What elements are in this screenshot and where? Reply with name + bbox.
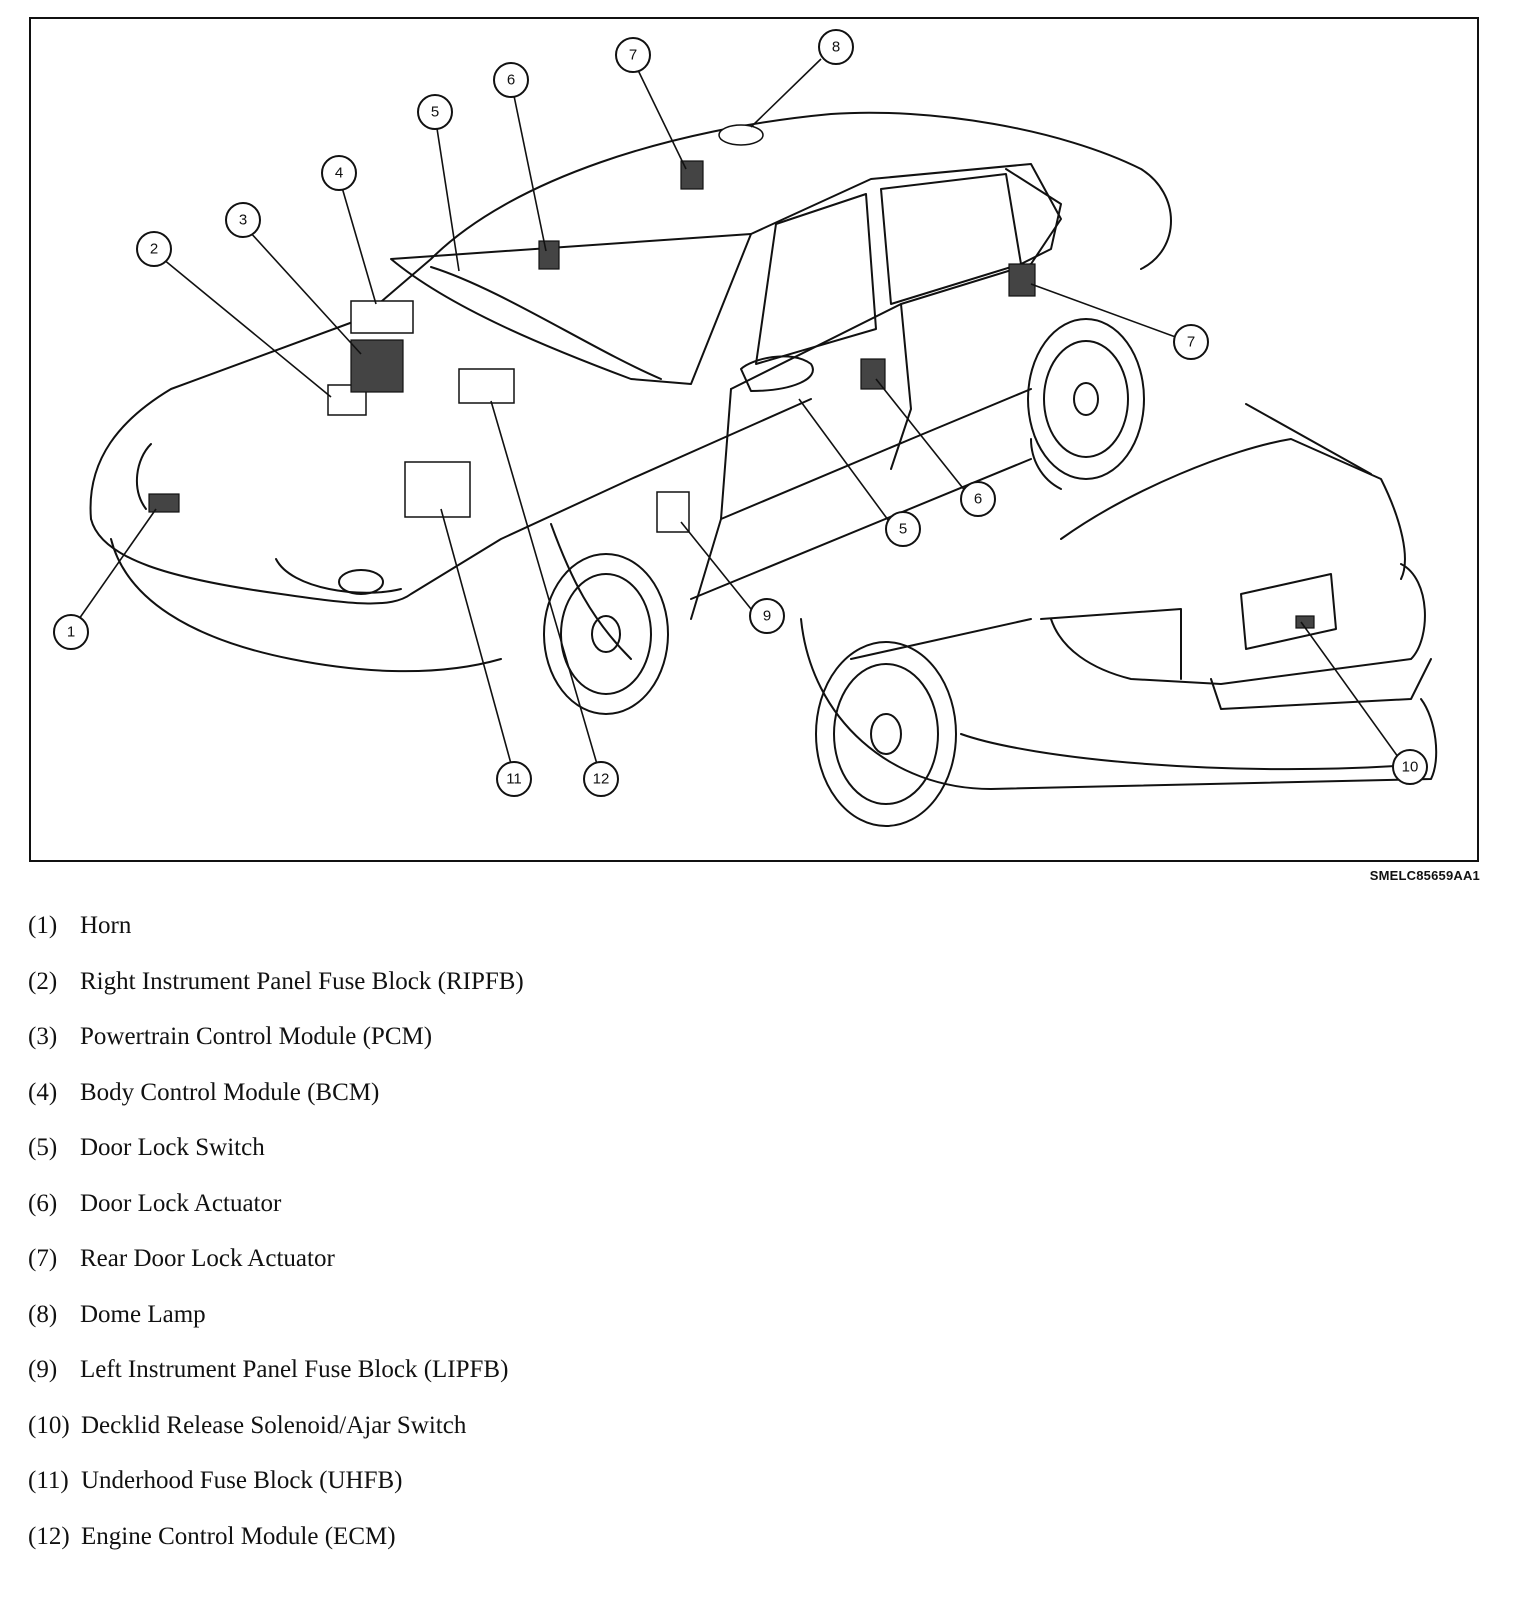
callout-3: 3 [225, 202, 261, 238]
legend-item: (8) Dome Lamp [28, 1301, 524, 1357]
legend-number: (8) [28, 1300, 58, 1328]
legend-number: (6) [28, 1189, 58, 1217]
dome-lamp [718, 124, 764, 146]
legend-item: (6) Door Lock Actuator [28, 1190, 524, 1246]
legend-label: Horn [80, 912, 132, 939]
svg-text:12: 12 [593, 771, 610, 788]
svg-text:6: 6 [974, 491, 982, 508]
door-lock-actuator-front [538, 240, 560, 270]
callout-5-side: 5 [885, 511, 921, 547]
legend-label: Decklid Release Solenoid/Ajar Switch [81, 1411, 467, 1439]
vehicle-component-locator-diagram: 1 2 3 4 5 6 7 8 7 6 5 9 10 11 12 [29, 17, 1479, 862]
legend-label: Powertrain Control Module (PCM) [80, 1023, 433, 1050]
callout-6-top: 6 [493, 62, 529, 98]
pcm-component [350, 339, 404, 393]
svg-text:7: 7 [1187, 334, 1195, 351]
callout-7-top: 7 [615, 37, 651, 73]
rear-wheel [815, 641, 957, 827]
svg-text:3: 3 [239, 212, 247, 229]
front-car-outline [89, 111, 1172, 673]
callout-9: 9 [749, 598, 785, 634]
svg-text:11: 11 [506, 771, 522, 788]
legend-number: (10) [28, 1411, 70, 1439]
car-line-drawing: 1 2 3 4 5 6 7 8 7 6 5 9 10 11 12 [53, 29, 1438, 827]
callout-10: 10 [1392, 749, 1428, 785]
callout-1: 1 [53, 614, 89, 650]
uhfb-component [404, 461, 471, 518]
leader-lines [78, 58, 1402, 772]
legend-label: Rear Door Lock Actuator [80, 1245, 335, 1272]
legend-number: (5) [28, 1134, 58, 1161]
svg-text:2: 2 [150, 241, 158, 258]
legend-number: (4) [28, 1078, 58, 1106]
legend-label: Left Instrument Panel Fuse Block (LIPFB) [80, 1356, 509, 1383]
svg-text:1: 1 [67, 624, 75, 641]
legend-item: (7) Rear Door Lock Actuator [28, 1245, 524, 1301]
component-legend: (1) Horn (2) Right Instrument Panel Fuse B… [28, 912, 524, 1578]
legend-item: (5) Door Lock Switch [28, 1134, 524, 1190]
callout-7-side: 7 [1173, 324, 1209, 360]
svg-text:7: 7 [629, 47, 637, 64]
door-lock-actuator-side [860, 358, 886, 390]
legend-number: (1) [28, 912, 58, 939]
legend-item: (9) Left Instrument Panel Fuse Block (LIP… [28, 1356, 524, 1412]
legend-number: (11) [28, 1467, 69, 1494]
component-shapes [148, 124, 1315, 629]
legend-label: Body Control Module (BCM) [80, 1078, 380, 1106]
legend-item: (11) Underhood Fuse Block (UHFB) [28, 1467, 524, 1523]
legend-number: (9) [28, 1356, 58, 1383]
bcm-component [350, 300, 414, 334]
svg-text:5: 5 [899, 521, 907, 538]
callout-6-side: 6 [960, 481, 996, 517]
svg-text:10: 10 [1402, 759, 1419, 776]
svg-text:6: 6 [507, 72, 515, 89]
legend-label: Right Instrument Panel Fuse Block (RIPFB… [80, 967, 524, 995]
callout-11: 11 [496, 761, 532, 797]
callout-5-top: 5 [417, 94, 453, 130]
legend-label: Dome Lamp [80, 1300, 206, 1328]
legend-label: Door Lock Switch [80, 1134, 265, 1161]
legend-item: (12) Engine Control Module (ECM) [28, 1523, 524, 1579]
rear-car-outline [800, 403, 1438, 790]
legend-label: Engine Control Module (ECM) [81, 1522, 396, 1550]
legend-label: Underhood Fuse Block (UHFB) [81, 1467, 403, 1494]
callout-8: 8 [818, 29, 854, 65]
callout-12: 12 [583, 761, 619, 797]
front-wheels [543, 318, 1145, 715]
legend-item: (2) Right Instrument Panel Fuse Block (RI… [28, 968, 524, 1024]
legend-number: (3) [28, 1023, 58, 1050]
legend-number: (2) [28, 967, 58, 995]
svg-text:5: 5 [431, 104, 439, 121]
callout-4: 4 [321, 155, 357, 191]
svg-text:4: 4 [335, 165, 343, 182]
rear-door-lock-actuator-side [1008, 263, 1036, 297]
legend-number: (12) [28, 1522, 70, 1550]
legend-label: Door Lock Actuator [80, 1189, 282, 1217]
figure-code: SMELC85659AA1 [1369, 868, 1480, 883]
svg-text:8: 8 [832, 39, 840, 56]
legend-item: (10) Decklid Release Solenoid/Ajar Switch [28, 1412, 524, 1468]
rear-door-lock-actuator-top [680, 160, 704, 190]
svg-text:9: 9 [763, 608, 771, 625]
horn [148, 493, 180, 513]
legend-number: (7) [28, 1245, 58, 1272]
ecm-component [458, 368, 515, 404]
legend-item: (1) Horn [28, 912, 524, 968]
legend-item: (3) Powertrain Control Module (PCM) [28, 1023, 524, 1079]
callout-2: 2 [136, 231, 172, 267]
legend-item: (4) Body Control Module (BCM) [28, 1079, 524, 1135]
